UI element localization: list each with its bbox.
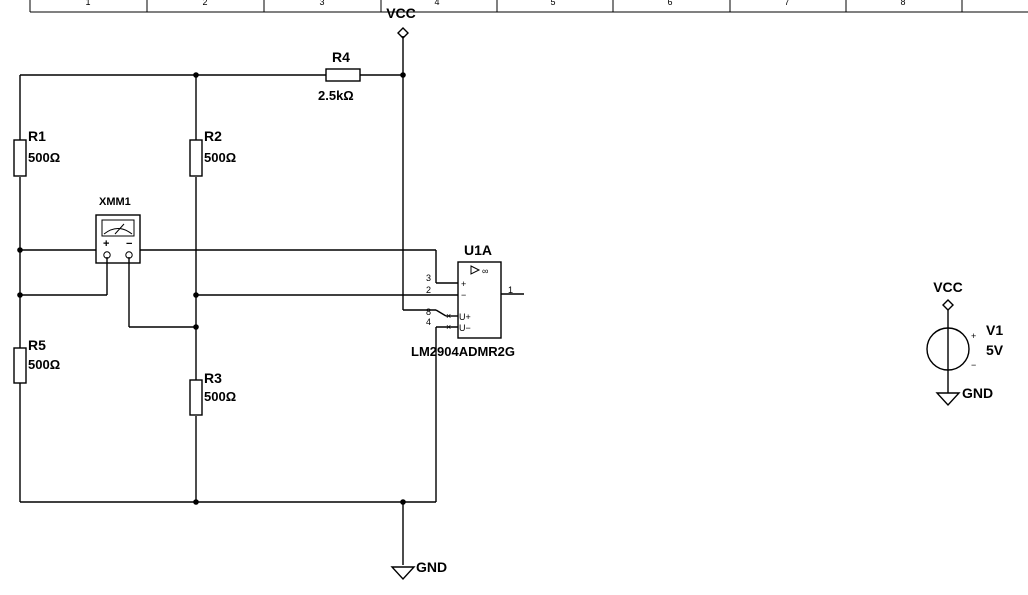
meter-terminal-minus-icon[interactable] bbox=[125, 251, 133, 259]
junction-dot bbox=[17, 292, 23, 298]
xmm1-ref: XMM1 bbox=[99, 196, 131, 208]
pin-name: + bbox=[461, 279, 466, 289]
r4-ref: R4 bbox=[332, 49, 350, 65]
ground-icon bbox=[390, 566, 416, 581]
gnd-power-symbol[interactable]: GND bbox=[390, 559, 447, 581]
junction-dot bbox=[193, 72, 199, 78]
meter-dial-icon bbox=[101, 219, 135, 237]
column-label: 2 bbox=[202, 0, 207, 7]
sheet-border: 1 2 3 4 5 6 7 8 bbox=[29, 0, 1028, 13]
opamp-infinity-icon: ∞ bbox=[482, 266, 488, 276]
r1-value: 500Ω bbox=[28, 150, 60, 165]
no-connect-icon: × bbox=[446, 322, 451, 332]
resistor-body-icon bbox=[13, 139, 27, 177]
pin-number: 4 bbox=[426, 317, 431, 327]
junction-dot bbox=[193, 499, 199, 505]
u1a-ref: U1A bbox=[464, 242, 492, 258]
opamp-triangle-icon bbox=[470, 265, 481, 275]
junction-dot bbox=[193, 324, 199, 330]
pin-number: 1 bbox=[508, 285, 513, 295]
pin-number: 2 bbox=[426, 285, 431, 295]
gnd-label: GND bbox=[962, 385, 993, 401]
r4-value: 2.5kΩ bbox=[318, 88, 354, 103]
ground-icon bbox=[935, 392, 961, 407]
pin-name: − bbox=[461, 290, 466, 300]
resistor-r4[interactable]: R4 2.5kΩ bbox=[318, 49, 361, 103]
pin-number: 8 bbox=[426, 307, 431, 317]
pin-name: U+ bbox=[459, 312, 471, 322]
v1-ref: V1 bbox=[986, 322, 1003, 338]
column-label: 5 bbox=[550, 0, 555, 7]
r3-value: 500Ω bbox=[204, 389, 236, 404]
wires bbox=[19, 36, 524, 565]
column-label: 3 bbox=[319, 0, 324, 7]
column-label: 7 bbox=[784, 0, 789, 7]
resistor-r2[interactable]: R2 500Ω bbox=[189, 128, 236, 177]
junctions bbox=[17, 72, 406, 505]
resistor-r3[interactable]: R3 500Ω bbox=[189, 370, 236, 416]
junction-dot bbox=[400, 499, 406, 505]
xmm1-plus: + bbox=[103, 238, 109, 250]
gnd-label: GND bbox=[416, 559, 447, 575]
vcc-diamond-icon bbox=[942, 299, 954, 311]
vcc-power-symbol[interactable]: VCC bbox=[386, 5, 416, 39]
r2-ref: R2 bbox=[204, 128, 222, 144]
u1a-part: LM2904ADMR2G bbox=[411, 344, 515, 359]
resistor-body-icon bbox=[189, 379, 203, 416]
vcc-label: VCC bbox=[386, 5, 416, 21]
meter-scale-icon bbox=[103, 228, 133, 235]
vcc-diamond-icon bbox=[397, 27, 409, 39]
column-label: 8 bbox=[900, 0, 905, 7]
junction-dot bbox=[400, 72, 406, 78]
meter-terminal-plus-icon[interactable] bbox=[103, 251, 111, 259]
resistor-body-icon bbox=[189, 139, 203, 177]
column-label: 4 bbox=[434, 0, 439, 7]
junction-dot bbox=[193, 292, 199, 298]
r5-ref: R5 bbox=[28, 337, 46, 353]
r5-value: 500Ω bbox=[28, 357, 60, 372]
r2-value: 500Ω bbox=[204, 150, 236, 165]
multimeter-xmm1[interactable]: XMM1 + − bbox=[95, 196, 141, 264]
opamp-u1a[interactable]: ∞ U1A LM2904ADMR2G 3 2 8 4 1 + − U+ U− ×… bbox=[411, 242, 515, 359]
resistor-body-icon bbox=[325, 68, 361, 82]
opamp-body-icon bbox=[457, 261, 502, 339]
meter-needle-icon bbox=[114, 223, 125, 235]
r1-ref: R1 bbox=[28, 128, 46, 144]
meter-body-icon bbox=[95, 214, 141, 264]
resistor-r5[interactable]: R5 500Ω bbox=[13, 337, 60, 384]
v1-minus: − bbox=[971, 360, 976, 370]
no-connect-icon: × bbox=[446, 311, 451, 321]
pin-name: U− bbox=[459, 323, 471, 333]
column-label: 1 bbox=[85, 0, 90, 7]
resistor-r1[interactable]: R1 500Ω bbox=[13, 128, 60, 177]
junction-dot bbox=[17, 247, 23, 253]
pin-number: 3 bbox=[426, 273, 431, 283]
xmm1-minus: − bbox=[126, 238, 132, 250]
column-label: 6 bbox=[667, 0, 672, 7]
v1-value: 5V bbox=[986, 342, 1004, 358]
voltage-source-v1[interactable]: VCC GND + − V1 5V bbox=[926, 279, 1004, 407]
vcc-label: VCC bbox=[933, 279, 963, 295]
resistor-body-icon bbox=[13, 347, 27, 384]
v1-plus: + bbox=[971, 331, 976, 341]
r3-ref: R3 bbox=[204, 370, 222, 386]
